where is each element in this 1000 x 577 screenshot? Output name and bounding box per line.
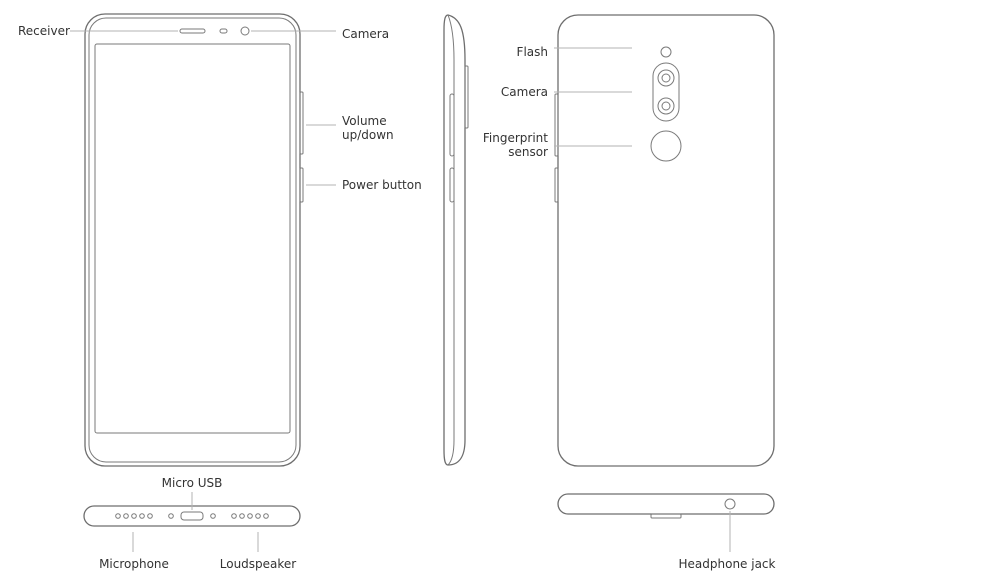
front-screen [94,43,291,434]
back-view [554,14,775,467]
loudspeaker-label: Loudspeaker [220,557,297,571]
front-body [84,13,301,467]
back-body [557,14,775,467]
rear-camera-label: Camera [501,85,548,99]
back-bottom-edge-view [557,493,775,519]
loudspeaker-holes [231,513,269,519]
side-power-key [449,167,455,203]
side-volume-key [449,93,455,157]
front-camera-lens [240,26,250,36]
headphone-jack-port [724,498,736,510]
receiver-grille [179,28,206,34]
front-power-key [299,167,304,203]
microphone-holes [115,513,153,519]
receiver-label: Receiver [18,24,70,38]
rear-camera-lens-bottom-inner [661,101,671,111]
front-view [84,13,304,467]
fingerprint-label-line1: Fingerprint [483,131,548,145]
micro-usb-label: Micro USB [162,476,223,490]
screw-right [210,513,216,519]
rear-camera-lens-bottom [657,97,675,115]
rear-camera-housing [652,62,680,122]
back-side-key-upper [554,93,559,157]
volume-label-line1: Volume [342,114,387,128]
screw-left [168,513,174,519]
side-edge-curve [447,14,455,466]
power-button-label: Power button [342,178,422,192]
micro-usb-port [180,511,204,521]
front-bezel-inner [88,17,297,463]
side-view [443,14,469,466]
side-camera-bump [464,65,469,129]
back-bottom-key [650,513,682,519]
rear-camera-lens-top-inner [661,73,671,83]
flash-led [660,46,672,58]
front-camera-label: Camera [342,27,389,41]
rear-camera-lens-top [657,69,675,87]
front-volume-key [299,91,304,155]
flash-label: Flash [517,45,548,59]
fingerprint-sensor [650,130,682,162]
microphone-label: Microphone [99,557,169,571]
headphone-jack-label: Headphone jack [679,557,776,571]
proximity-sensor [219,28,228,34]
back-bottom-edge-body [557,493,775,515]
fingerprint-label-line2: sensor [508,145,548,159]
volume-label-line2: up/down [342,128,394,142]
back-side-key-lower [554,167,559,203]
